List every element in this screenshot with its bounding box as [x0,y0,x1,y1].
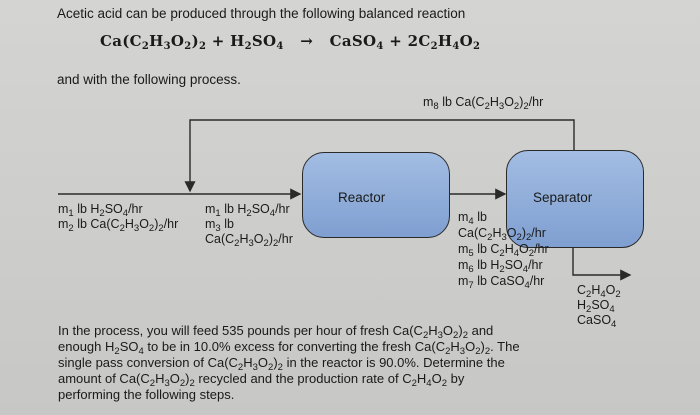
recycle-stream-label: m8 lb Ca(C2H3O2)2/hr [423,95,544,112]
fresh-feed-acetate: m2 lb Ca(C2H3O2)2/hr [58,217,179,234]
problem-statement: In the process, you will feed 535 pounds… [58,323,520,402]
reactor-label: Reactor [338,190,386,205]
reactor-inlet-acetate: Ca(C2H3O2)2/hr [205,232,293,249]
separator-label: Separator [533,190,593,205]
separator-unit [506,150,644,248]
reactor-outlet-acetic: m5 lb C2H4O2/hr [458,242,549,259]
balanced-equation: Ca(C2H3O2)2 + H2SO4 → CaSO4 + 2C2H4O2 [100,32,481,52]
reactor-inlet-m3: m3 lb [205,217,234,234]
reactor-inlet-h2so4: m1 lb H2SO4/hr [205,202,290,219]
reactor-outlet-acetate: Ca(C2H3O2)2/hr [458,226,546,243]
product-h2so4: H2SO4 [577,298,615,315]
fresh-feed-h2so4: m1 lb H2SO4/hr [58,202,143,219]
product-caso4: CaSO4 [577,313,617,330]
reactor-outlet-h2so4: m6 lb H2SO4/hr [458,258,543,275]
process-intro-text: and with the following process. [57,72,241,87]
product-acetic: C2H4O2 [577,283,621,300]
reactor-unit [302,152,450,238]
intro-text: Acetic acid can be produced through the … [57,6,466,21]
reactor-outlet-caso4: m7 lb CaSO4/hr [458,274,545,291]
reactor-outlet-m4: m4 lb [458,210,487,227]
